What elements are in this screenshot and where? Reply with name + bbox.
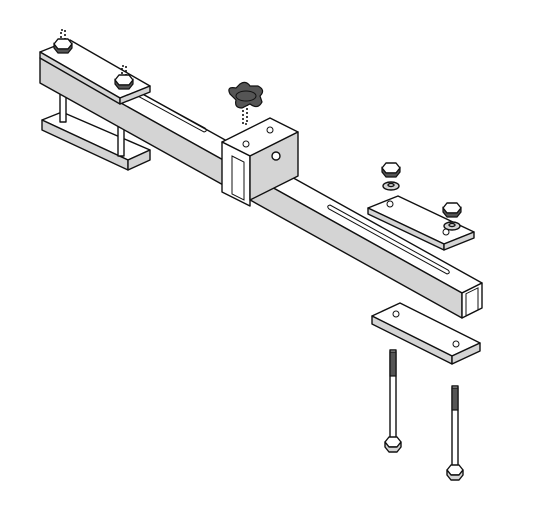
star-knob-screw [228, 81, 264, 125]
right-bottom-plate [371, 302, 481, 365]
right-nut-1 [381, 162, 401, 178]
long-hex-bolt-1 [384, 349, 402, 453]
left-top-nut-2 [114, 65, 134, 90]
right-top-plate [367, 195, 475, 251]
right-nut-2 [442, 202, 462, 218]
sliding-saddle-bracket [221, 117, 299, 207]
left-top-nut-1 [53, 29, 73, 54]
saddle-set-screw [271, 151, 281, 161]
right-washer-2 [443, 221, 461, 231]
saddle-hole-top-1 [242, 140, 250, 148]
saddle-hole-top-2 [266, 126, 274, 134]
long-hex-bolt-2 [446, 385, 464, 481]
bar-slot-right [327, 204, 450, 275]
right-washer-1 [382, 181, 400, 191]
